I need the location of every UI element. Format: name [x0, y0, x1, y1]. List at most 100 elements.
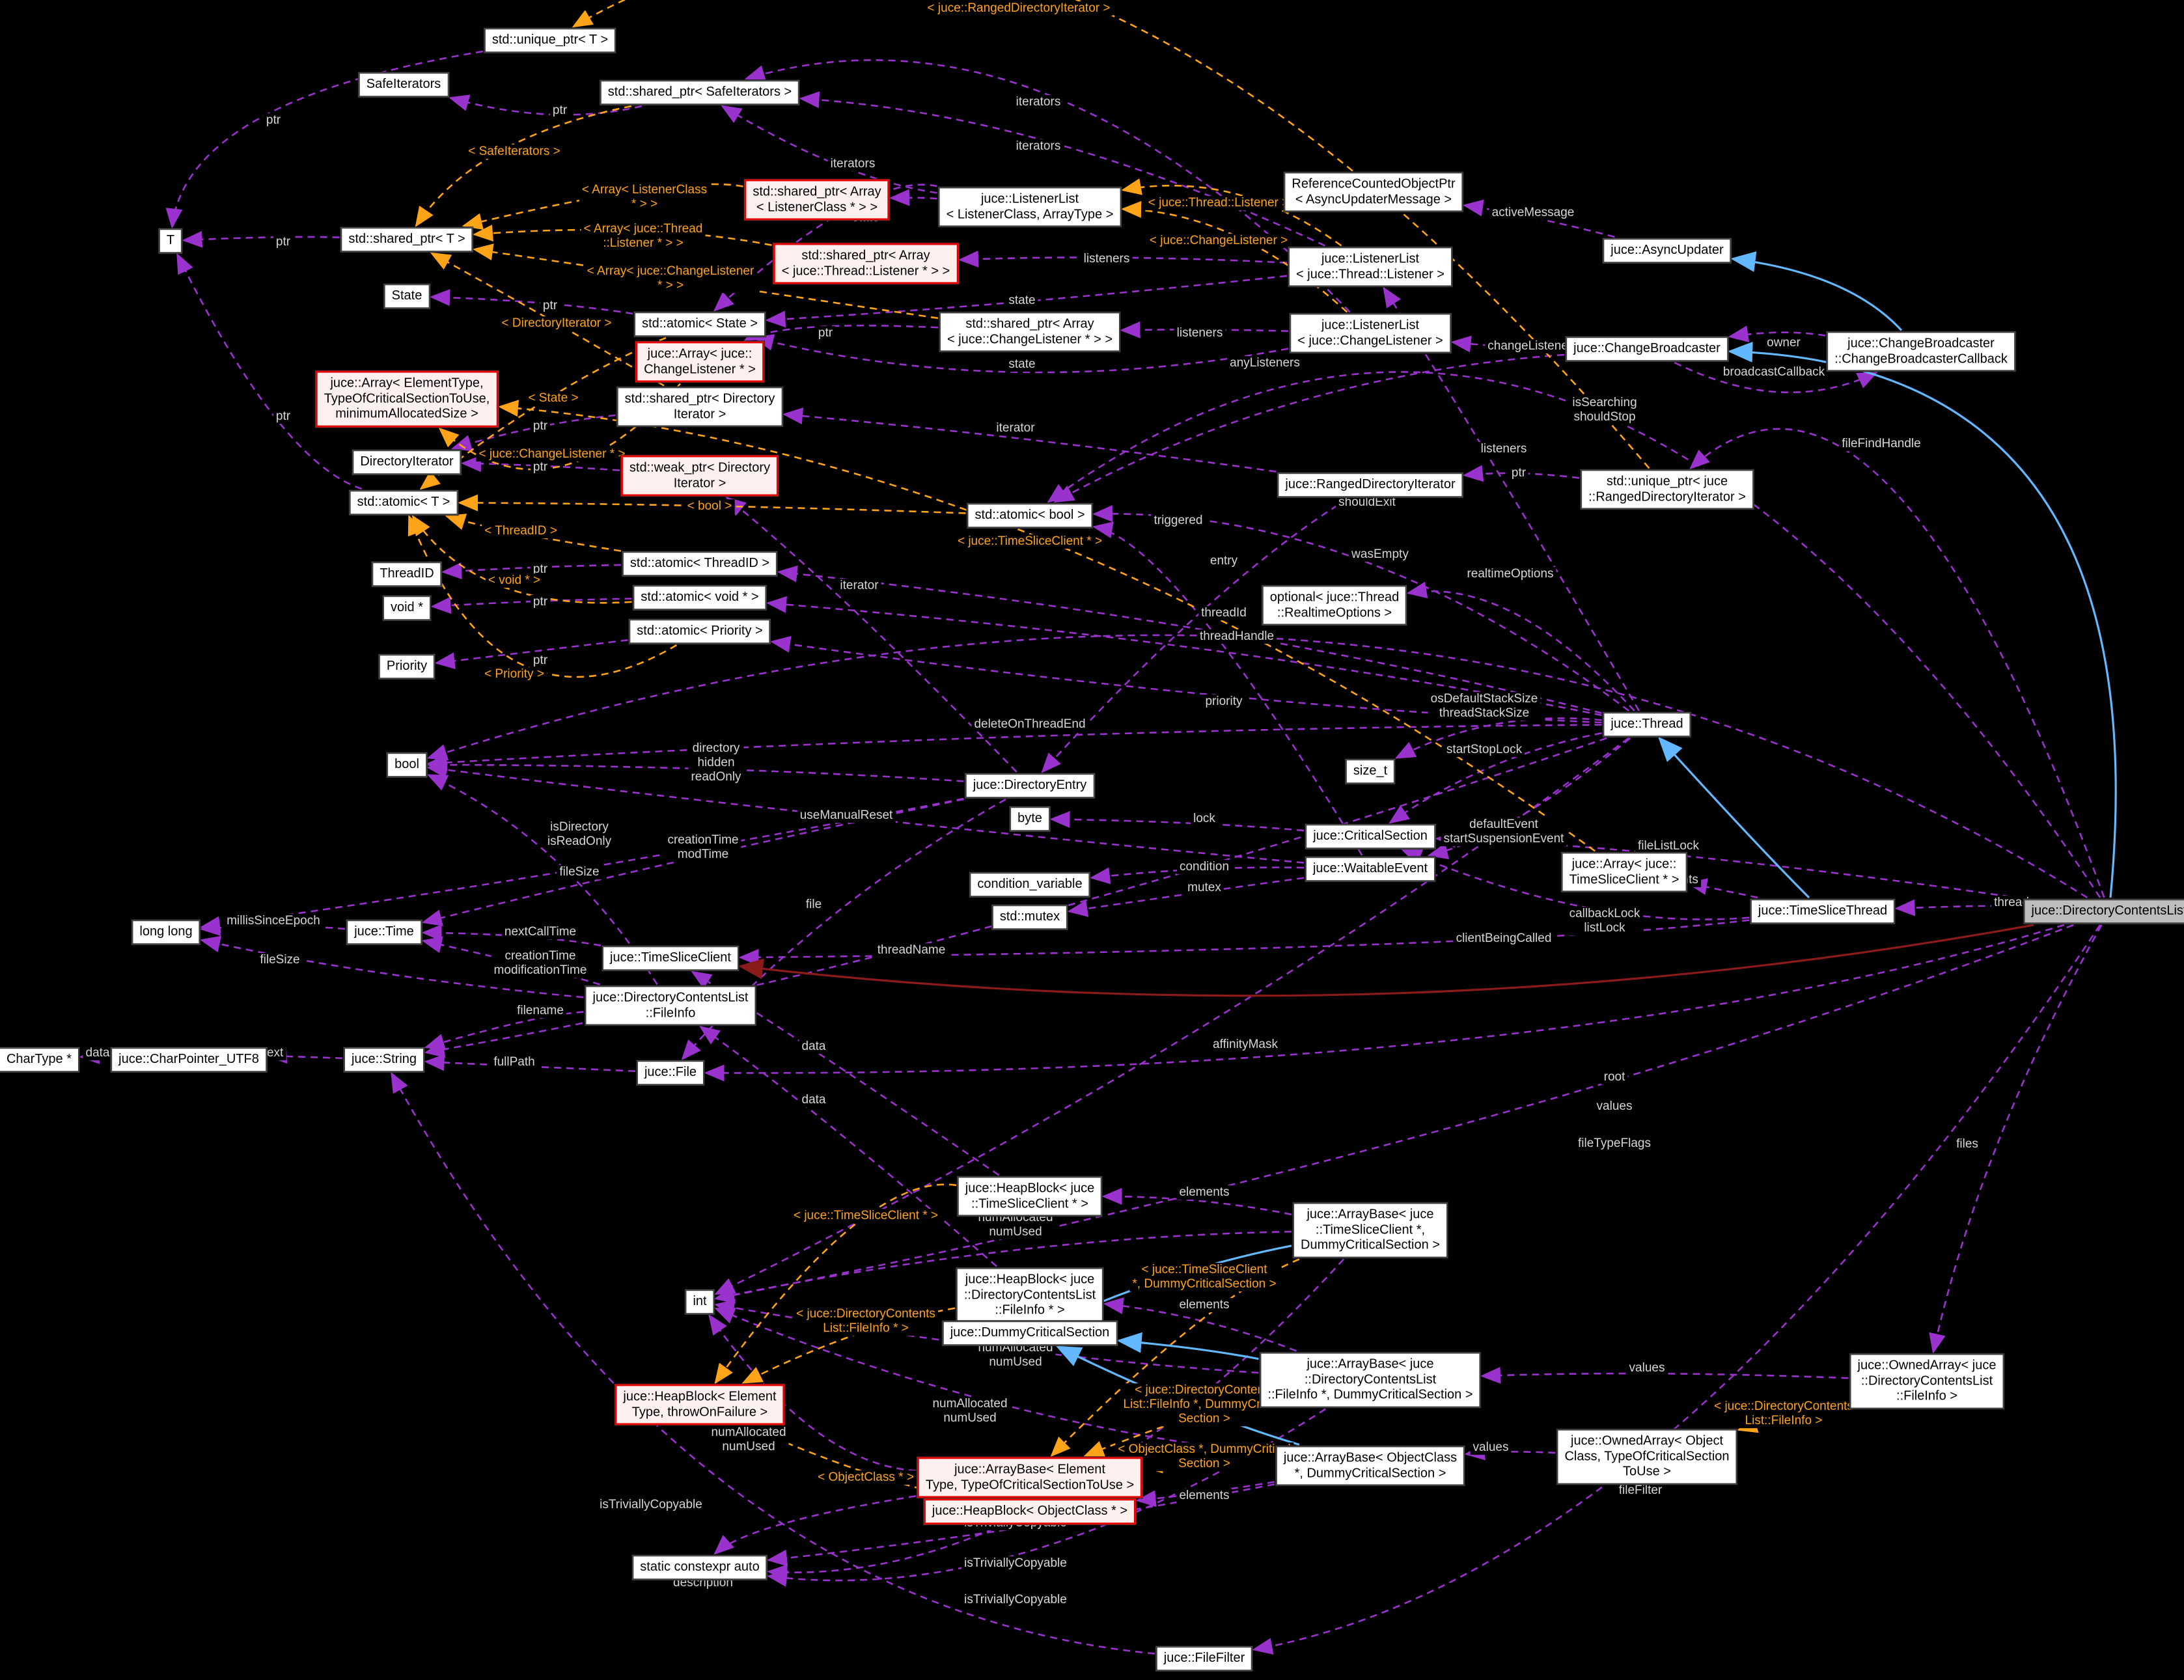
node-file[interactable]: juce::File [636, 1060, 705, 1085]
node-bool[interactable]: bool [387, 752, 427, 777]
node-ownedarray_objectclass[interactable]: juce::OwnedArray< Object Class, TypeOfCr… [1556, 1429, 1737, 1485]
node-time[interactable]: juce::Time [346, 920, 422, 944]
edge-label-ptr: ptr [530, 419, 551, 434]
node-array_timesliceclient[interactable]: juce::Array< juce:: TimeSliceClient * > [1561, 852, 1687, 892]
edge-label-priority: priority [1202, 695, 1245, 709]
node-atomic_bool[interactable]: std::atomic< bool > [967, 503, 1093, 528]
node-safeiterators[interactable]: SafeIterators [358, 72, 449, 97]
node-thread[interactable]: juce::Thread [1603, 712, 1691, 737]
node-long_long[interactable]: long long [131, 920, 200, 944]
edge-file-string [424, 1054, 636, 1072]
node-arraybase_objectclass[interactable]: juce::ArrayBase< ObjectClass *, DummyCri… [1275, 1446, 1465, 1486]
node-arraybase_fileinfo[interactable]: juce::ArrayBase< juce ::DirectoryContent… [1260, 1352, 1481, 1408]
node-string[interactable]: juce::String [343, 1047, 425, 1072]
node-shared_ptr_t[interactable]: std::shared_ptr< T > [340, 227, 473, 252]
edge-atomic_bool-atomic_t [457, 494, 966, 514]
node-atomic_void_ptr[interactable]: std::atomic< void * > [633, 585, 767, 610]
node-int[interactable]: int [685, 1289, 715, 1314]
edge-label-lock: lock [1191, 812, 1218, 826]
node-refcountedobjectptr[interactable]: ReferenceCountedObjectPtr < AsyncUpdater… [1284, 172, 1463, 212]
node-unique_ptr_rangeddirectoryiterator[interactable]: std::unique_ptr< juce ::RangedDirectoryI… [1581, 469, 1754, 510]
node-fileinfo[interactable]: juce::DirectoryContentsList ::FileInfo [585, 985, 756, 1026]
edge-label-state: state [1006, 294, 1038, 308]
node-atomic_threadid[interactable]: std::atomic< ThreadID > [622, 551, 778, 576]
node-timeslicethread[interactable]: juce::TimeSliceThread [1750, 899, 1896, 924]
node-threadid[interactable]: ThreadID [372, 562, 442, 586]
node-heapblock_objectclass[interactable]: juce::HeapBlock< ObjectClass * > [923, 1498, 1137, 1524]
edge-changebroadcastercallback-asyncupdater [1730, 251, 1903, 331]
node-waitableevent[interactable]: juce::WaitableEvent [1305, 857, 1436, 881]
node-filefilter[interactable]: juce::FileFilter [1155, 1646, 1253, 1671]
node-unique_ptr_t[interactable]: std::unique_ptr< T > [484, 28, 616, 53]
edge-label-values: values [1626, 1361, 1668, 1375]
edge-label-< DirectoryIterator >: < DirectoryIterator > [499, 316, 615, 331]
edge-label-< State >: < State > [525, 391, 581, 406]
node-heapblock_fileinfo[interactable]: juce::HeapBlock< juce ::DirectoryContent… [956, 1267, 1104, 1323]
edge-label-activeMessage: activeMessage [1489, 206, 1577, 220]
node-shared_ptr_array_threadlistener[interactable]: std::shared_ptr< Array < juce::Thread::L… [773, 243, 959, 284]
node-arraybase_timesliceclient[interactable]: juce::ArrayBase< juce ::TimeSliceClient … [1293, 1202, 1448, 1258]
node-condition_variable[interactable]: condition_variable [969, 872, 1090, 897]
node-atomic_priority[interactable]: std::atomic< Priority > [629, 619, 771, 644]
node-arraybase_elementtype[interactable]: juce::ArrayBase< Element Type, TypeOfCri… [917, 1457, 1143, 1498]
node-changebroadcaster[interactable]: juce::ChangeBroadcaster [1566, 337, 1728, 361]
edge-atomic_state-state [429, 289, 633, 315]
edge-label-values: values [1470, 1440, 1512, 1455]
node-listenerlist_changelistener[interactable]: juce::ListenerList < juce::ChangeListene… [1290, 313, 1451, 353]
edge-label-iterator: iterator [837, 579, 881, 593]
node-heapblock_timesliceclient[interactable]: juce::HeapBlock< juce ::TimeSliceClient … [957, 1176, 1103, 1217]
edge-directorycontentslist-timeslicethread [1894, 899, 2023, 916]
edge-label-fileFilter: fileFilter [1616, 1483, 1665, 1498]
node-shared_ptr_safeiterators[interactable]: std::shared_ptr< SafeIterators > [600, 80, 800, 105]
node-rangeddirectoryiterator[interactable]: juce::RangedDirectoryIterator [1277, 473, 1463, 497]
node-state[interactable]: State [383, 284, 430, 309]
node-static_constexpr_auto[interactable]: static constexpr auto [632, 1555, 767, 1580]
edge-label-root: root [1601, 1070, 1628, 1084]
node-priority[interactable]: Priority [378, 654, 435, 679]
node-heapblock_elementtype[interactable]: juce::HeapBlock< Element Type, throwOnFa… [615, 1384, 785, 1425]
node-byte[interactable]: byte [1010, 806, 1050, 831]
node-dummycriticalsection[interactable]: juce::DummyCriticalSection [942, 1321, 1118, 1345]
node-array_changelistener[interactable]: juce::Array< juce:: ChangeListener * > [635, 341, 764, 383]
node-void_ptr[interactable]: void * [382, 596, 432, 620]
node-listenerlist_threadlistener[interactable]: juce::ListenerList < juce::Thread::Liste… [1288, 247, 1452, 287]
node-directorycontentslist[interactable]: juce::DirectoryContentsList [2023, 899, 2184, 924]
edge-label-isTriviallyCopyable: isTriviallyCopyable [597, 1498, 705, 1512]
edge-label-< juce::Thread::Listener >: < juce::Thread::Listener > [1145, 196, 1292, 210]
edge-label-ptr: ptr [549, 103, 570, 118]
edge-label-< void * >: < void * > [485, 573, 544, 588]
node-listenerlist_generic[interactable]: juce::ListenerList < ListenerClass, Arra… [938, 187, 1122, 227]
node-asyncupdater[interactable]: juce::AsyncUpdater [1603, 238, 1732, 263]
node-charpointer_utf8[interactable]: juce::CharPointer_UTF8 [111, 1047, 267, 1072]
edge-label-ptr: ptr [530, 562, 551, 577]
edge-asyncupdater-refcountedobjectptr [1462, 199, 1615, 238]
edge-atomic_priority-priority [434, 639, 628, 670]
edge-shared_ptr_t-t [182, 230, 340, 248]
edge-changebroadcaster-atomic_bool [1053, 353, 1565, 503]
node-shared_ptr_array_changelistener[interactable]: std::shared_ptr< Array < juce::ChangeLis… [939, 312, 1121, 352]
node-shared_ptr_array_listenerclass[interactable]: std::shared_ptr< Array < ListenerClass *… [744, 179, 890, 221]
node-ownedarray_fileinfo[interactable]: juce::OwnedArray< juce ::DirectoryConten… [1849, 1353, 2004, 1409]
node-criticalsection[interactable]: juce::CriticalSection [1305, 824, 1435, 849]
edge-label-ptr: ptr [530, 460, 551, 475]
node-weak_ptr_directoryiterator[interactable]: std::weak_ptr< Directory Iterator > [620, 455, 779, 497]
edge-label-ptr: ptr [530, 654, 551, 668]
node-std_mutex[interactable]: std::mutex [991, 905, 1068, 930]
node-atomic_t[interactable]: std::atomic< T > [349, 490, 458, 515]
node-chartype_ptr[interactable]: CharType * [0, 1047, 80, 1072]
node-shared_ptr_directoryiterator[interactable]: std::shared_ptr< Directory Iterator > [616, 387, 783, 427]
edge-label-realtimeOptions: realtimeOptions [1464, 567, 1556, 581]
node-t[interactable]: T [158, 228, 183, 253]
node-timesliceclient[interactable]: juce::TimeSliceClient [602, 946, 739, 971]
edge-label-< juce::DirectoryContents: < juce::DirectoryContents List::FileInfo… [1711, 1399, 1856, 1428]
node-directoryentry[interactable]: juce::DirectoryEntry [965, 773, 1095, 798]
node-changebroadcastercallback[interactable]: juce::ChangeBroadcaster ::ChangeBroadcas… [1827, 331, 2015, 372]
edge-label-< Array< ListenerClass: < Array< ListenerClass * > > [579, 183, 710, 212]
edge-label-elements: elements [1176, 1489, 1232, 1503]
node-atomic_state[interactable]: std::atomic< State > [634, 312, 766, 337]
node-optional_realtimeoptions[interactable]: optional< juce::Thread ::RealtimeOptions… [1262, 585, 1407, 626]
node-array_elementtype[interactable]: juce::Array< ElementType, TypeOfCritical… [315, 370, 499, 428]
edge-label-data: data [83, 1046, 113, 1060]
node-directoryiterator[interactable]: DirectoryIterator [352, 450, 462, 475]
node-size_t[interactable]: size_t [1345, 759, 1396, 784]
